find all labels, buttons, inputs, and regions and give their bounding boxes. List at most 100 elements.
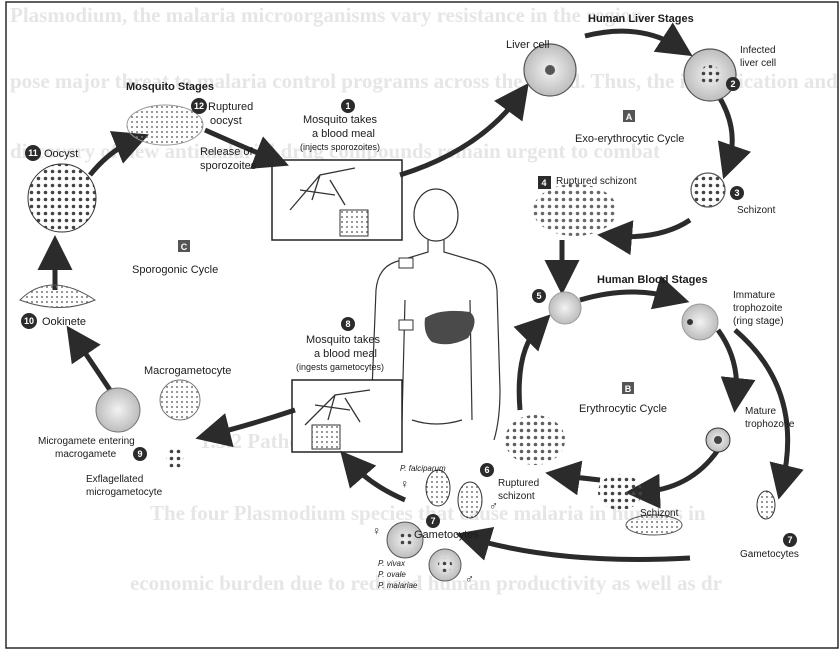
gametocytes-right-label: Gametocytes	[740, 549, 799, 560]
cycle-B-letter: B	[625, 384, 632, 394]
p-malariae-label: P. malariae	[378, 581, 418, 590]
step-12-badge: 12	[191, 98, 207, 114]
exflagellated-label-2: microgametocyte	[86, 487, 163, 498]
step-2-badge: 2	[726, 77, 740, 91]
bg-text-line-6: economic burden due to reduced human pro…	[130, 571, 722, 595]
arrow-to-liver-cell	[400, 95, 520, 175]
exflagellated-label-1: Exflagellated	[86, 474, 143, 485]
falciparum-gametocyte-image	[426, 470, 450, 506]
male-symbol-top: ♂	[489, 499, 498, 513]
p-ovale-label: P. ovale	[378, 570, 406, 579]
p-vivax-label: P. vivax	[378, 559, 406, 568]
arrow-to-mosquito-8	[350, 462, 405, 500]
step-7-badge-center: 7	[426, 514, 440, 528]
ruptured-oocyst-label-1: Ruptured	[208, 101, 253, 113]
step-4-badge: 4	[538, 176, 551, 189]
arrow-to-ookinete	[75, 338, 110, 390]
ookinete-label: Ookinete	[42, 316, 86, 328]
arrow-to-ruptured	[560, 475, 600, 480]
release-sporozoites-label-1: Release of	[200, 146, 254, 158]
ruptured-schizont-image	[533, 184, 617, 236]
cycle-B-marker: B	[622, 382, 634, 394]
step-9-badge: 9	[133, 447, 147, 461]
female-symbol-top: ♀	[400, 477, 409, 491]
liver-cell-label: Liver cell	[506, 39, 549, 51]
blood-schizont-label: Schizont	[640, 508, 679, 519]
step-7-badge-right: 7	[783, 533, 797, 547]
bg-text-line-1: Plasmodium, the malaria microorganisms v…	[10, 3, 643, 27]
immature-trophozoite-label-2: trophozoite	[733, 303, 783, 314]
male-symbol-bottom: ♂	[465, 572, 474, 586]
mature-trophozoite-label-1: Mature	[745, 406, 777, 417]
gametocytes-center-label: Gametocytes	[414, 529, 479, 541]
blood-meal-8-label-3: (ingests gametocytes)	[296, 362, 384, 372]
arrow-to-schizont	[718, 95, 732, 165]
step-11-number: 11	[28, 148, 38, 158]
arrow-to-infected-cell	[585, 31, 680, 48]
mosquito-stages-title: Mosquito Stages	[126, 81, 214, 93]
mature-trophozoite-label-2: trophozoite	[745, 419, 795, 430]
step-11-badge: 11	[25, 145, 41, 161]
infected-liver-cell-label-1: Infected	[740, 45, 776, 56]
step-10-badge: 10	[21, 313, 37, 329]
step-9-number: 9	[137, 449, 142, 459]
liver-schizont-label: Schizont	[737, 205, 776, 216]
step-1-number: 1	[345, 101, 350, 111]
erythrocytic-cycle-label: Erythrocytic Cycle	[579, 403, 667, 415]
blood-meal-8-label-2: a blood meal	[314, 348, 377, 360]
liver-schizont-image	[691, 173, 725, 207]
mosquito-image-8	[292, 380, 402, 452]
blood-meal-1-label-1: Mosquito takes	[303, 114, 377, 126]
arrow-ruptured-back	[519, 325, 540, 410]
step-2-number: 2	[730, 79, 735, 89]
human-liver-stages-title: Human Liver Stages	[588, 13, 694, 25]
exo-erythrocytic-cycle-label: Exo-erythrocytic Cycle	[575, 133, 684, 145]
step-7-number-center: 7	[430, 516, 435, 526]
arrow-to-schizont-blood	[640, 450, 718, 492]
skin-marker-lower	[399, 320, 413, 330]
step-3-number: 3	[734, 188, 739, 198]
arrow-gametocytes-to-center	[470, 538, 690, 559]
blood-schizont-image	[598, 474, 642, 510]
step-8-number: 8	[345, 319, 350, 329]
step-6-badge: 6	[480, 463, 494, 477]
gametocyte-right-image	[757, 491, 775, 519]
step-7-number-right: 7	[787, 535, 792, 545]
arrow-to-ring-stage	[580, 292, 675, 300]
cycle-C-marker: C	[178, 240, 190, 252]
merozoite-release-image	[549, 292, 581, 324]
step-3-badge: 3	[730, 186, 744, 200]
skin-marker-upper	[399, 258, 413, 268]
release-sporozoites-label-2: sporozoites	[200, 160, 257, 172]
ruptured-oocyst-image	[127, 105, 203, 145]
step-6-number: 6	[484, 465, 489, 475]
step-8-badge: 8	[341, 317, 355, 331]
sporogonic-cycle-label: Sporogonic Cycle	[132, 264, 218, 276]
mosquito-image-1	[272, 160, 402, 240]
immature-trophozoite-label-1: Immature	[733, 290, 776, 301]
microgamete-label-1: Microgamete entering	[38, 436, 135, 447]
liver-organ	[425, 311, 475, 344]
ruptured-schizont-blood-label-2: schizont	[498, 491, 535, 502]
blood-meal-1-label-3: (injects sporozoites)	[300, 142, 380, 152]
oocyst-image	[28, 164, 96, 232]
ruptured-blood-schizont-image	[505, 415, 565, 465]
infected-liver-cell-label-2: liver cell	[740, 58, 776, 69]
microgamete-macrogamete-image	[96, 388, 140, 432]
microgamete-label-2: macrogamete	[55, 449, 117, 460]
p-falciparum-label: P. falciparum	[400, 464, 446, 473]
cycle-A-letter: A	[626, 112, 633, 122]
cycle-A-marker: A	[623, 110, 635, 122]
macrogametocyte-image	[160, 380, 200, 420]
oocyst-label: Oocyst	[44, 148, 78, 160]
falciparum-gametocyte-2-image	[458, 482, 482, 518]
ookinete-image	[20, 285, 95, 308]
female-symbol-bottom: ♀	[372, 524, 381, 538]
blood-meal-1-label-2: a blood meal	[312, 128, 375, 140]
ruptured-oocyst-label-2: oocyst	[210, 115, 242, 127]
blood-meal-8-label-1: Mosquito takes	[306, 334, 380, 346]
step-10-number: 10	[24, 316, 34, 326]
step-12-number: 12	[194, 101, 204, 111]
